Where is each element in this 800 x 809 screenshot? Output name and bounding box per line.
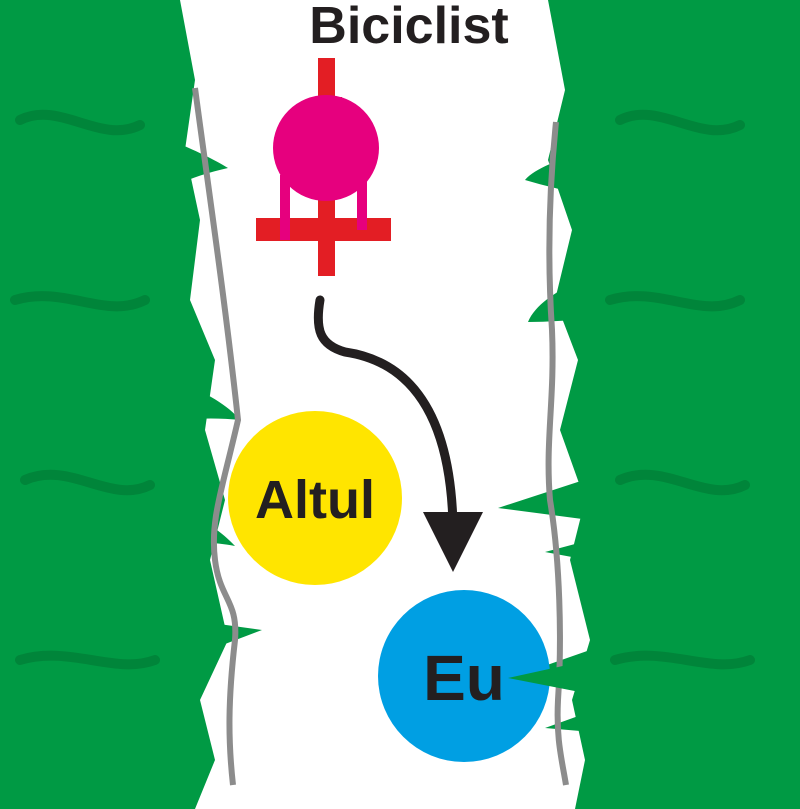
left-grass (0, 0, 262, 809)
me-label: Eu (423, 642, 505, 714)
cyclist-icon (256, 58, 391, 276)
right-grass (498, 0, 800, 809)
cyclist-left-arm (280, 175, 290, 240)
direction-arrow (313, 295, 483, 572)
cyclist-right-arm (357, 175, 367, 230)
left-path-edge (192, 87, 242, 786)
other-node: Altul (228, 411, 402, 585)
me-node: Eu (378, 590, 550, 762)
other-label: Altul (255, 470, 375, 530)
cyclist-body (273, 95, 379, 201)
diagram-title: Biciclist (309, 0, 508, 55)
me-circle (378, 590, 550, 762)
bicycle-handlebar (256, 218, 391, 241)
grass-tip-overlap (508, 660, 590, 694)
other-circle (228, 411, 402, 585)
right-path-edge (545, 121, 569, 786)
